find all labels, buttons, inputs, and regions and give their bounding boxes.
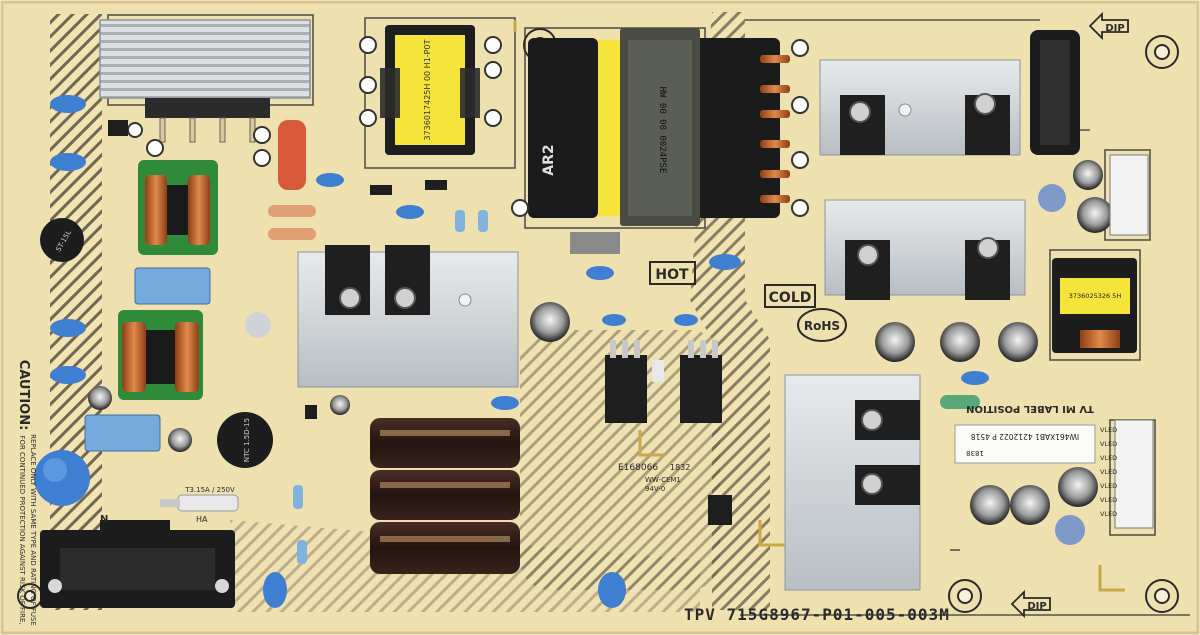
- heatsink-right-middle: [824, 199, 1026, 300]
- connector-right-top: [1109, 154, 1149, 236]
- ntc-thermistor: [40, 218, 84, 262]
- svg-text:3736025326 5H: 3736025326 5H: [1069, 292, 1122, 300]
- svg-text:DIP: DIP: [1027, 601, 1046, 612]
- choke-bottom: [118, 310, 203, 400]
- x-capacitors: [84, 267, 211, 452]
- svg-text:NTC 1.5D-15: NTC 1.5D-15: [243, 418, 251, 462]
- svg-text:VLED: VLED: [1100, 454, 1117, 462]
- sticker-batch: 1838: [966, 449, 984, 457]
- ul-cert: E168066: [618, 463, 658, 473]
- board-part-number: TPV 715G8967-P01-005-003M: [684, 605, 950, 624]
- fuse-rating: T3.15A / 250V: [184, 486, 235, 494]
- svg-text:VLED: VLED: [1100, 482, 1117, 490]
- transformer-main-label: AR2: [541, 144, 557, 175]
- rohs-mark: RoHS: [797, 308, 847, 342]
- ac-input-connector: [40, 520, 235, 608]
- mount-hole: [948, 579, 982, 613]
- flame-rating: 94V-0: [645, 485, 665, 493]
- svg-text:HW 00 00 0024PSE: HW 00 00 0024PSE: [657, 87, 667, 174]
- heatsink-center: [297, 245, 519, 388]
- hot-label: HOT: [649, 261, 696, 285]
- caution-title: CAUTION:: [16, 360, 31, 431]
- serial-sticker: [954, 424, 1096, 464]
- fuse: [177, 494, 239, 512]
- board-material: WW-CEM1: [645, 476, 681, 484]
- power-thermistor: [217, 412, 273, 468]
- caution-text-2: REPLACE ONLY WITH SAME TYPE AND RATING O…: [29, 434, 37, 626]
- svg-text:COLD: COLD: [769, 290, 812, 306]
- heatsink-bottom-right: [784, 374, 921, 591]
- svg-text:3736017425H 00 H1-P0T: 3736017425H 00 H1-P0T: [423, 39, 432, 140]
- label-position: TV MI LABEL POSITION: [966, 403, 1094, 414]
- svg-text:RoHS: RoHS: [804, 319, 840, 333]
- svg-text:VLED: VLED: [1100, 496, 1117, 504]
- ref-ha: HA: [196, 515, 208, 524]
- dip-arrow-bottom: DIP: [1010, 589, 1051, 619]
- svg-text:HOT: HOT: [655, 267, 689, 283]
- cold-label: COLD: [764, 284, 816, 308]
- heatsink-right-top: [819, 59, 1021, 156]
- sticker-code: IW461XAB1 4212022 P 4518: [971, 432, 1080, 441]
- transformer-main: HW 00 00 0024PSE AR2: [511, 28, 809, 226]
- svg-text:VLED: VLED: [1100, 468, 1117, 476]
- dip-arrow-top: DIP: [1088, 11, 1129, 41]
- date-code: 1832: [670, 463, 690, 472]
- isolation-zone-left: [50, 14, 102, 610]
- connector-right-bottom: [1114, 419, 1154, 529]
- transistors: [605, 340, 722, 423]
- heatsink-top-left: [99, 19, 311, 99]
- svg-text:VLED: VLED: [1100, 440, 1117, 448]
- electrolytic-capacitors: [88, 30, 1113, 545]
- choke-top: [138, 160, 218, 255]
- vled-pin-labels: VLED VLED VLED VLED VLED VLED VLED: [1100, 426, 1117, 518]
- mount-hole: [1145, 35, 1179, 69]
- svg-text:DIP: DIP: [1105, 23, 1124, 34]
- svg-text:VLED: VLED: [1100, 426, 1117, 434]
- aux-transformer: 3736025326 5H: [1052, 258, 1137, 353]
- mount-hole: [1145, 579, 1179, 613]
- caution-text-1: FOR CONTINUED PROTECTION AGAINST RISK OF…: [18, 435, 26, 624]
- transformer-small: 3736017425H 00 H1-P0T: [359, 25, 502, 155]
- ref-n: N: [100, 514, 108, 525]
- ceramic-capacitors: [50, 95, 989, 608]
- bulk-capacitors: [370, 418, 520, 574]
- svg-text:VLED: VLED: [1100, 510, 1117, 518]
- resistors: [268, 120, 980, 564]
